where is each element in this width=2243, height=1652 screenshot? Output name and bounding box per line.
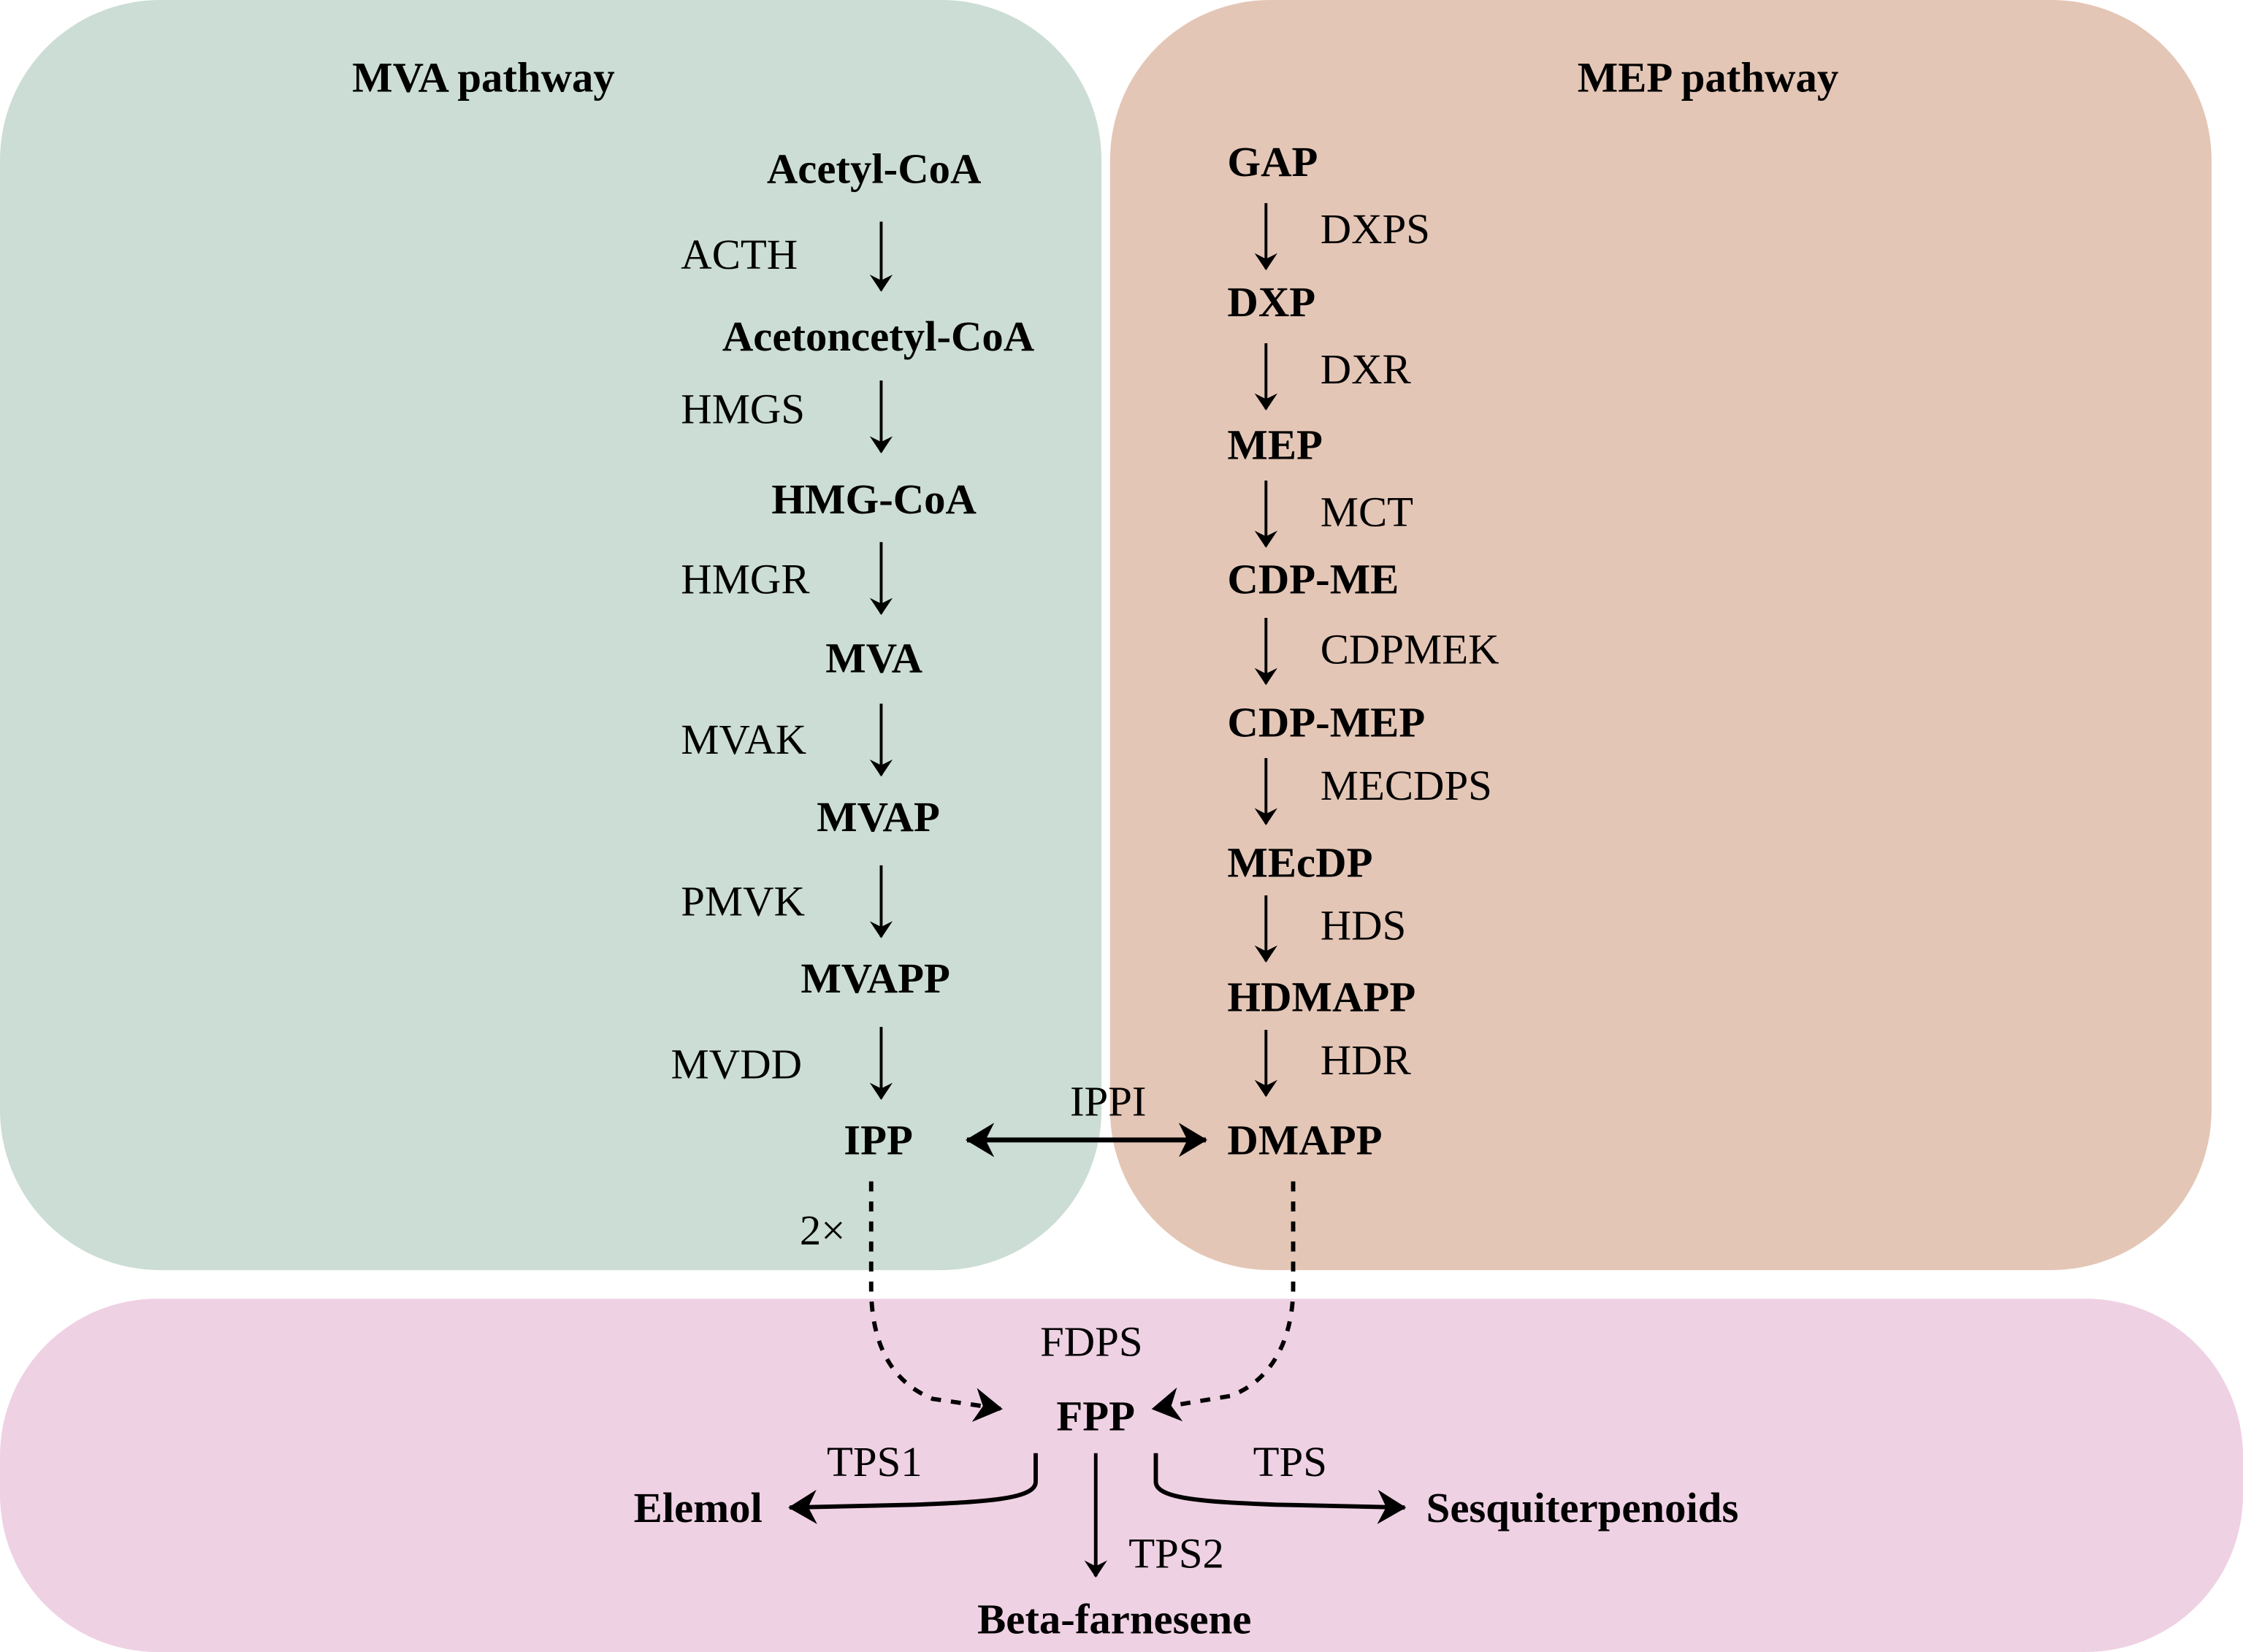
product-sesquiterpenoids: Sesquiterpenoids (1426, 1484, 1739, 1531)
product-beta-farnesene: Beta-farnesene (977, 1596, 1251, 1643)
mep-pathway-panel (1109, 0, 2212, 1271)
enzyme-tps: TPS (1253, 1438, 1327, 1485)
metabolite-hdmapp: HDMAPP (1227, 974, 1415, 1021)
mep-metabolites: GAP DXP MEP CDP-ME CDP-MEP MEcDP HDMAPP … (1227, 138, 1425, 1164)
enzyme-tps1: TPS1 (827, 1438, 922, 1485)
metabolite-cdp-me: CDP-ME (1227, 556, 1399, 603)
metabolite-mecdp: MEcDP (1227, 839, 1372, 887)
enzyme-hmgs: HMGS (681, 386, 805, 433)
enzyme-pmvk: PMVK (681, 877, 805, 925)
metabolite-fpp: FPP (1056, 1392, 1135, 1439)
enzyme-cdpmek: CDPMEK (1321, 626, 1499, 673)
metabolite-mva: MVA (825, 634, 922, 681)
product-elemol: Elemol (634, 1484, 763, 1531)
enzyme-mct: MCT (1321, 489, 1413, 536)
metabolite-mvap: MVAP (817, 793, 940, 841)
mva-enzymes: ACTH HMGS HMGR MVAK PMVK MVDD (671, 231, 811, 1087)
metabolite-mep: MEP (1227, 421, 1323, 469)
ipp-multiplier-label: 2× (800, 1207, 846, 1254)
enzyme-acth: ACTH (681, 231, 798, 278)
enzyme-dxr: DXR (1321, 345, 1412, 393)
arrow-to-elemol (788, 1453, 1038, 1524)
enzyme-hdr: HDR (1321, 1036, 1412, 1084)
arrow-to-sesquiterpenoids (1153, 1453, 1407, 1524)
metabolite-gap: GAP (1227, 138, 1318, 186)
metabolite-hmg-coa: HMG-CoA (771, 475, 977, 523)
metabolite-ipp: IPP (844, 1116, 913, 1163)
mva-pathway-title: MVA pathway (352, 53, 615, 101)
enzyme-dxps: DXPS (1321, 205, 1430, 253)
metabolite-dmapp: DMAPP (1227, 1116, 1382, 1163)
enzyme-tps2: TPS2 (1128, 1529, 1224, 1577)
enzyme-hds: HDS (1321, 902, 1407, 949)
metabolite-mvapp: MVAPP (800, 955, 950, 1002)
mep-pathway-title: MEP pathway (1578, 53, 1838, 101)
mva-pathway-panel (0, 0, 1102, 1271)
enzyme-ippi: IPPI (1070, 1078, 1146, 1125)
enzyme-fdps: FDPS (1040, 1318, 1142, 1366)
fpp-branch-panel (0, 1299, 2243, 1652)
metabolite-cdp-mep: CDP-MEP (1227, 699, 1425, 746)
metabolite-dxp: DXP (1227, 278, 1315, 326)
enzyme-mvak: MVAK (681, 716, 806, 763)
mep-enzymes: DXPS DXR MCT CDPMEK MECDPS HDS HDR (1321, 205, 1499, 1084)
enzyme-hmgr: HMGR (681, 556, 810, 603)
metabolite-acetyl-coa: Acetyl-CoA (767, 145, 982, 193)
enzyme-mvdd: MVDD (671, 1041, 803, 1088)
mva-metabolites: Acetyl-CoA Acetoncetyl-CoA HMG-CoA MVA M… (722, 145, 1034, 1164)
metabolite-acetoncetyl-coa: Acetoncetyl-CoA (722, 313, 1034, 360)
enzyme-mecdps: MECDPS (1321, 762, 1492, 809)
